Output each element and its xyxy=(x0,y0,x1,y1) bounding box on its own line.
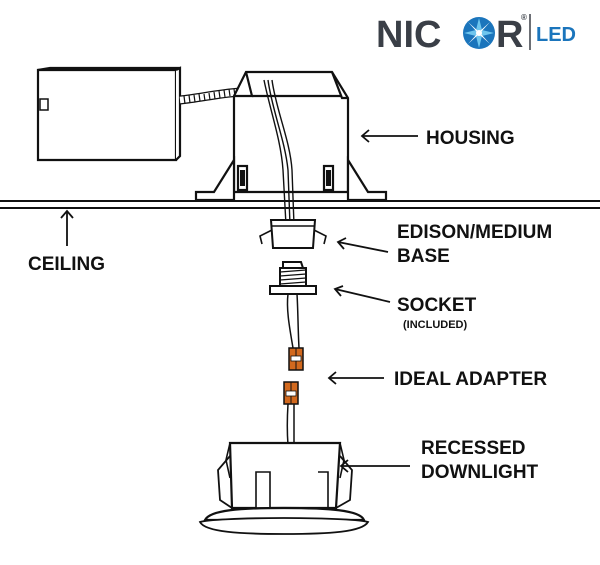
ceiling xyxy=(0,200,600,209)
housing-arrow-icon xyxy=(360,129,418,143)
label-edison-line1: EDISON/MEDIUM xyxy=(397,222,552,243)
housing xyxy=(194,70,388,202)
ideal-adapter-top xyxy=(288,347,304,371)
housing-wires xyxy=(263,79,295,226)
socket xyxy=(269,261,317,295)
edison-arrow-icon xyxy=(336,237,389,253)
nicor-logo: NIC R ® LED xyxy=(376,13,576,56)
flex-conduit xyxy=(179,87,241,105)
label-ceiling: CEILING xyxy=(28,254,105,275)
label-ideal-adapter: IDEAL ADAPTER xyxy=(394,369,547,390)
edison-base xyxy=(259,219,327,249)
socket-arrow-icon xyxy=(333,285,391,303)
label-housing: HOUSING xyxy=(426,128,515,149)
socket-wires xyxy=(286,293,300,349)
logo-wordmark-right: R xyxy=(496,14,523,56)
arrows xyxy=(60,129,418,473)
ideal-adapter-bottom xyxy=(283,381,299,405)
label-recessed-line1: RECESSED xyxy=(421,438,526,459)
box-knockout xyxy=(39,98,49,111)
logo-led: LED xyxy=(536,24,576,46)
downlight-wires xyxy=(286,403,295,446)
recessed-downlight xyxy=(198,441,370,535)
junction-box xyxy=(36,66,182,162)
label-recessed-line2: DOWNLIGHT xyxy=(421,462,539,483)
adapter-arrow-icon xyxy=(327,371,384,385)
star-o-icon xyxy=(463,17,495,49)
label-edison-line2: BASE xyxy=(397,246,450,267)
ceiling-arrow-icon xyxy=(60,209,74,246)
downlight-arrow-icon xyxy=(339,459,410,473)
label-socket-note: (INCLUDED) xyxy=(403,319,467,331)
logo-wordmark-left: NIC xyxy=(376,14,441,56)
trademark-symbol: ® xyxy=(521,13,527,22)
label-socket: SOCKET xyxy=(397,295,477,316)
